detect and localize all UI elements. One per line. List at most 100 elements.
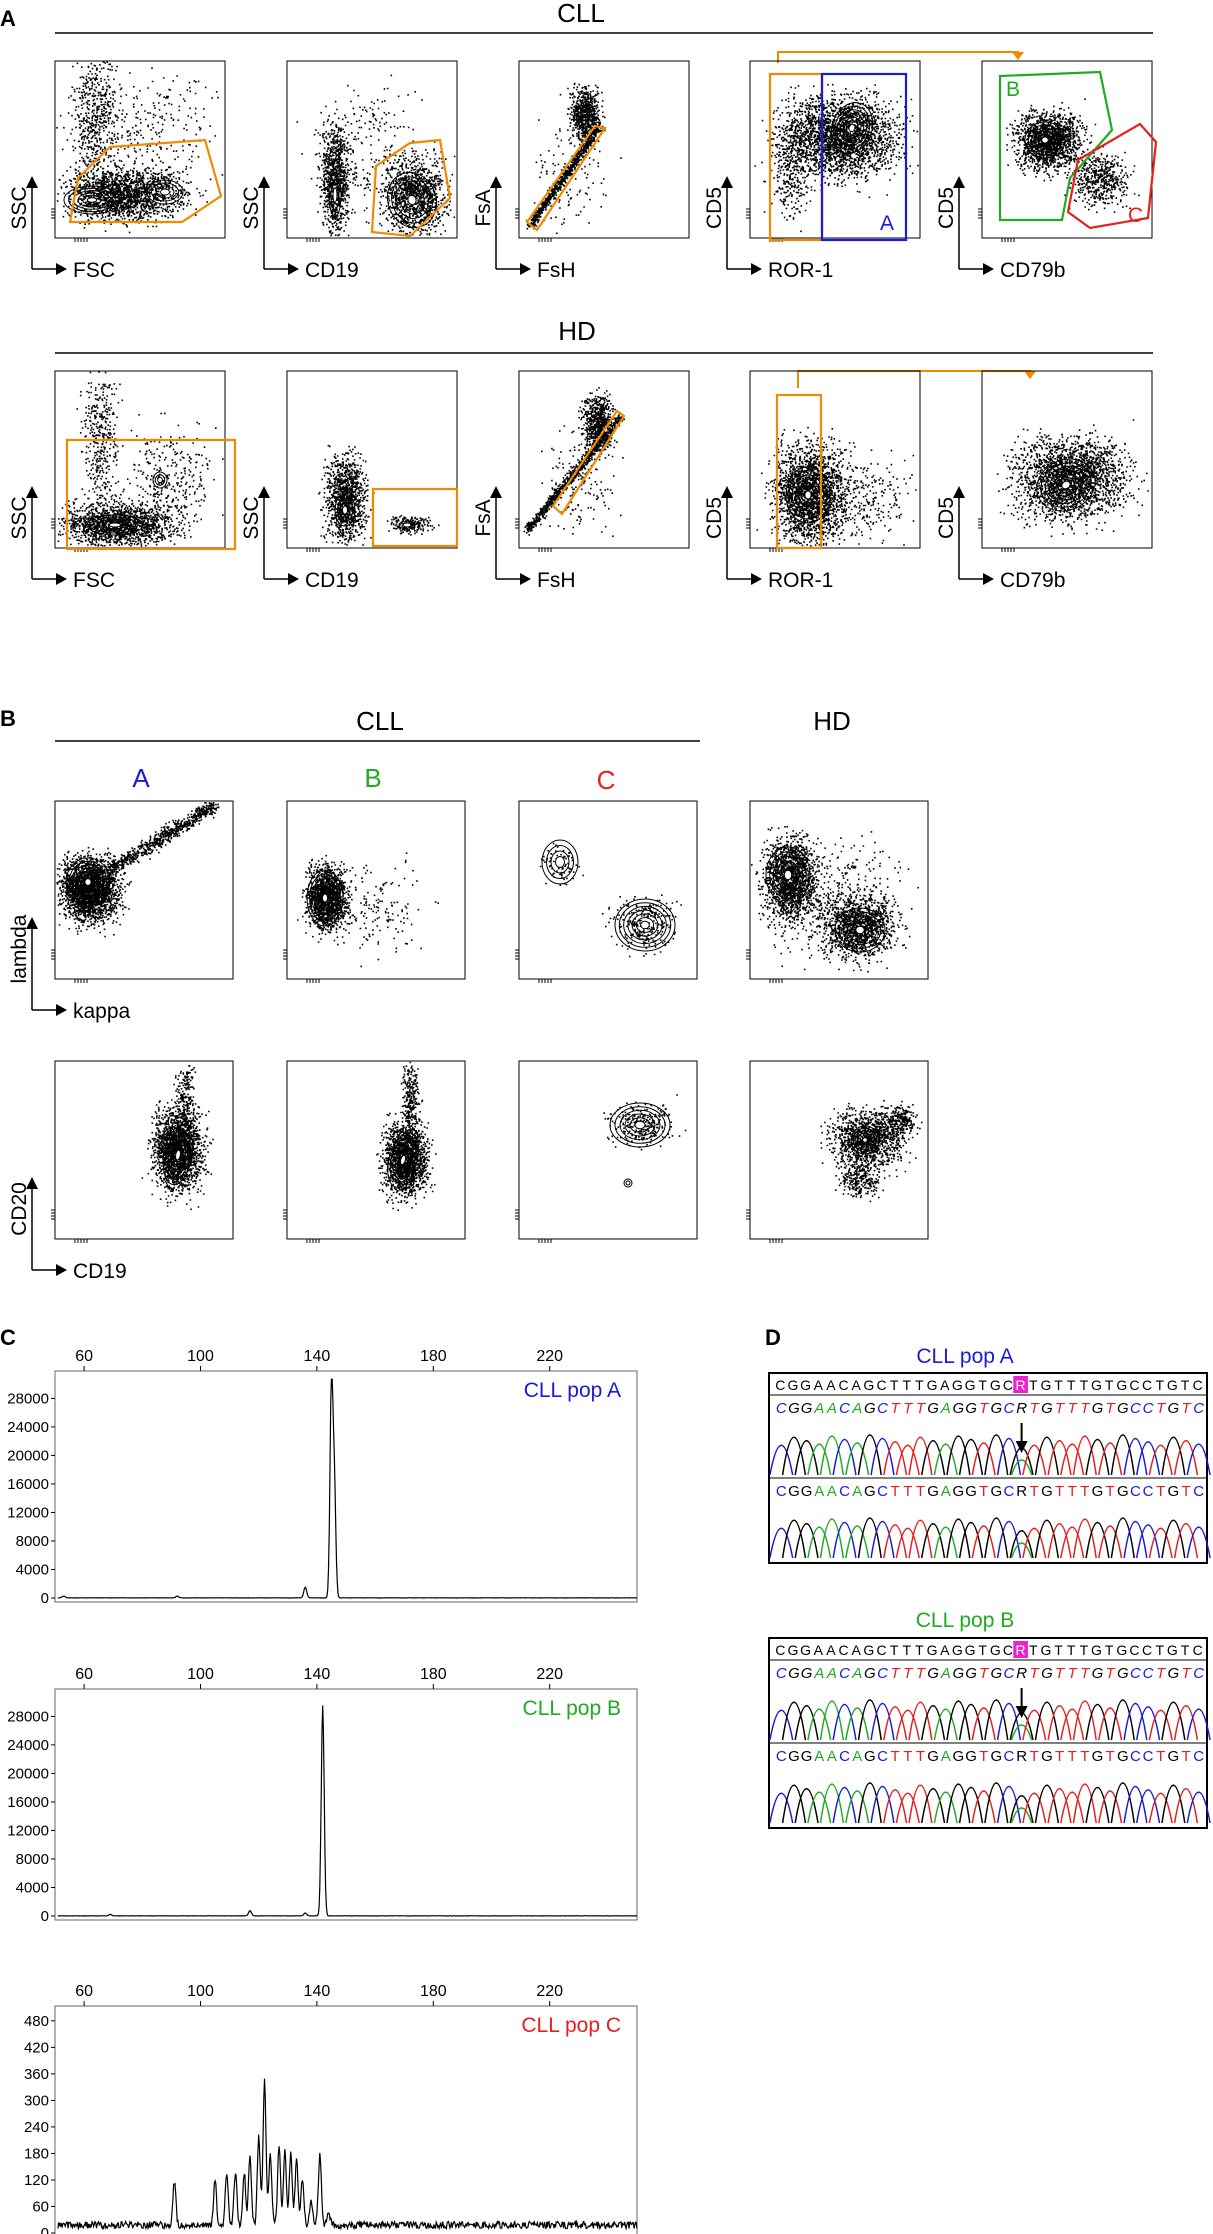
trace-base: G	[1092, 1665, 1104, 1682]
trace-base: C	[1004, 1400, 1015, 1417]
reference-base: C	[876, 1642, 886, 1658]
plot-frame	[749, 60, 921, 239]
chromatogram-peak	[1034, 1701, 1060, 1741]
contour-line	[167, 1134, 189, 1176]
contour-line	[319, 889, 331, 907]
y-axis-label: CD5	[935, 497, 958, 539]
gate-hd-ror1	[775, 393, 823, 550]
y-tick-label: 480	[24, 2013, 49, 2030]
reference-base: T	[915, 1642, 924, 1658]
contour-line	[830, 102, 874, 154]
trace-base: G	[1041, 1748, 1053, 1765]
contour-line	[155, 185, 175, 199]
chromatogram-peak	[769, 1792, 794, 1824]
trace-base: G	[864, 1400, 876, 1417]
x-tick-label: 140	[304, 1666, 331, 1683]
reference-base: T	[1155, 1642, 1164, 1658]
contour-line	[389, 1136, 417, 1184]
contour-line	[82, 194, 102, 206]
contour-line	[165, 1129, 191, 1181]
trace-base: A	[813, 1400, 824, 1417]
x-tick-label: 180	[420, 1666, 447, 1683]
chart-title: CLL pop A	[524, 1379, 621, 1402]
y-tick-label: 240	[24, 2119, 49, 2136]
chromatogram-peak	[895, 1444, 920, 1476]
panel-label-c: C	[0, 1325, 16, 1350]
y-tick-label: 360	[24, 2066, 49, 2083]
chromatogram-peak	[908, 1436, 933, 1476]
trace-base: G	[990, 1665, 1002, 1682]
reference-base: G	[788, 1377, 799, 1393]
contour-line	[862, 1137, 868, 1143]
chromatogram-peak	[1110, 1699, 1135, 1741]
chromatogram-peak	[1022, 1792, 1047, 1824]
down-arrow-icon	[1015, 1441, 1028, 1453]
trace-base: G	[953, 1483, 965, 1500]
event-dots	[996, 419, 1149, 538]
chromatogram-peak	[1072, 1518, 1097, 1559]
reference-base: T	[1067, 1642, 1076, 1658]
trace-base: C	[839, 1483, 850, 1500]
x-tick-label: 180	[420, 1983, 447, 2000]
y-tick-label: 16000	[7, 1476, 49, 1493]
x-axis-label: FsH	[537, 259, 576, 282]
trace-base: G	[953, 1748, 965, 1765]
sequence-box	[768, 1372, 1208, 1564]
reference-base: G	[965, 1642, 976, 1658]
contour-line	[836, 109, 868, 147]
reference-base: C	[1129, 1377, 1139, 1393]
contour-line	[387, 1132, 419, 1188]
contour-line	[78, 871, 98, 893]
chromatogram-peak	[1060, 1708, 1085, 1741]
x-axis-label: kappa	[73, 1000, 131, 1023]
x-tick-label: 220	[536, 1666, 563, 1683]
trace-base: C	[776, 1748, 787, 1765]
trace-base: T	[1156, 1400, 1167, 1417]
reference-base: G	[788, 1642, 799, 1658]
reference-base: A	[940, 1642, 950, 1658]
chromatogram-peak	[1072, 1700, 1097, 1741]
trace-base: T	[916, 1748, 925, 1765]
seq-title-b: CLL pop B	[916, 1609, 1014, 1632]
chromatogram-peak	[933, 1526, 958, 1559]
down-arrow-icon	[1015, 1706, 1028, 1718]
contour-line	[311, 877, 339, 919]
reference-base: G	[952, 1377, 963, 1393]
axis-arrow-icon	[983, 573, 994, 585]
contour-line	[785, 466, 831, 524]
trace-base: A	[813, 1665, 824, 1682]
trace-base: G	[1117, 1748, 1129, 1765]
x-tick-label: 220	[536, 1348, 563, 1365]
plot-frame	[286, 60, 458, 239]
gate-ror1-a	[820, 72, 908, 242]
trace-base: G	[927, 1400, 939, 1417]
contour-line	[804, 490, 812, 500]
reference-base: G	[927, 1642, 938, 1658]
electropherogram-trace	[57, 1378, 637, 1599]
y-axis-label: CD5	[703, 187, 726, 229]
reference-base: G	[1040, 1642, 1051, 1658]
chromatogram-peak	[781, 1436, 807, 1476]
trace-base: G	[1168, 1483, 1180, 1500]
chromatogram-peak	[933, 1443, 958, 1476]
chromatogram-peak	[1135, 1706, 1161, 1741]
axis-arrow-icon	[56, 1004, 67, 1016]
contour-line	[92, 516, 138, 534]
trace-base: G	[788, 1483, 800, 1500]
contour-line	[838, 911, 882, 949]
contour-line	[783, 869, 793, 881]
trace-base: C	[877, 1400, 888, 1417]
chromatogram-peak	[832, 1522, 857, 1559]
contour-line	[151, 182, 179, 202]
orange-arrow-icon	[797, 370, 1031, 388]
chromatogram-peak	[819, 1783, 845, 1824]
trace-base: C	[839, 1400, 850, 1417]
trace-base: G	[1092, 1748, 1104, 1765]
trace-base: G	[1168, 1748, 1180, 1765]
chromatogram-peak	[781, 1784, 807, 1824]
trace-base: G	[1168, 1400, 1180, 1417]
axis-arrow-icon	[520, 263, 531, 275]
chromatogram-peak	[984, 1434, 1009, 1476]
event-dots	[754, 83, 919, 233]
